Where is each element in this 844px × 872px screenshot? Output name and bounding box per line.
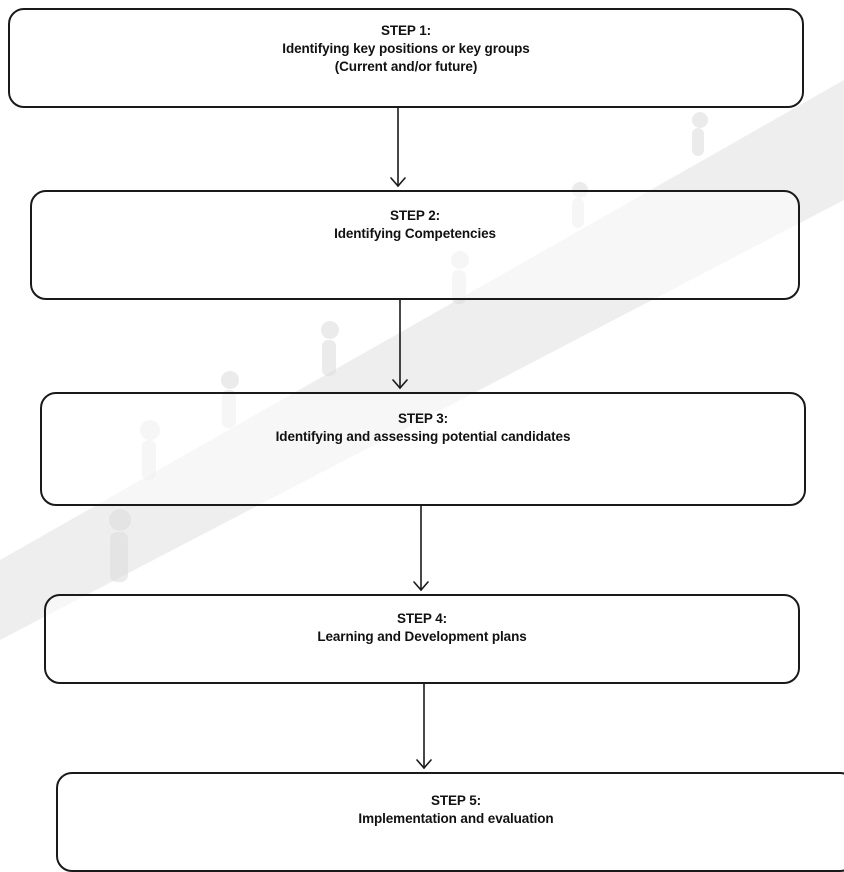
step-2-heading: STEP 2: xyxy=(389,208,441,223)
arrow-step4-to-step5 xyxy=(416,683,432,770)
step-4-heading: STEP 4: xyxy=(396,611,448,626)
step-3-title: Identifying and assessing potential cand… xyxy=(275,429,571,444)
step-1-box: STEP 1: Identifying key positions or key… xyxy=(8,8,804,108)
arrow-step1-to-step2 xyxy=(390,107,406,188)
arrow-step2-to-step3 xyxy=(392,299,408,390)
step-5-box: STEP 5: Implementation and evaluation xyxy=(56,772,844,872)
step-1-title: Identifying key positions or key groups xyxy=(282,41,530,56)
step-3-box: STEP 3: Identifying and assessing potent… xyxy=(40,392,806,506)
step-3-heading: STEP 3: xyxy=(397,411,449,426)
step-5-title: Implementation and evaluation xyxy=(358,811,554,826)
step-5-heading: STEP 5: xyxy=(430,793,482,808)
step-4-title: Learning and Development plans xyxy=(317,629,527,644)
step-2-box: STEP 2: Identifying Competencies xyxy=(30,190,800,300)
step-1-heading: STEP 1: xyxy=(380,23,432,38)
arrow-step3-to-step4 xyxy=(413,505,429,592)
step-2-title: Identifying Competencies xyxy=(334,226,496,241)
step-1-subtitle: (Current and/or future) xyxy=(334,59,478,74)
step-4-box: STEP 4: Learning and Development plans xyxy=(44,594,800,684)
